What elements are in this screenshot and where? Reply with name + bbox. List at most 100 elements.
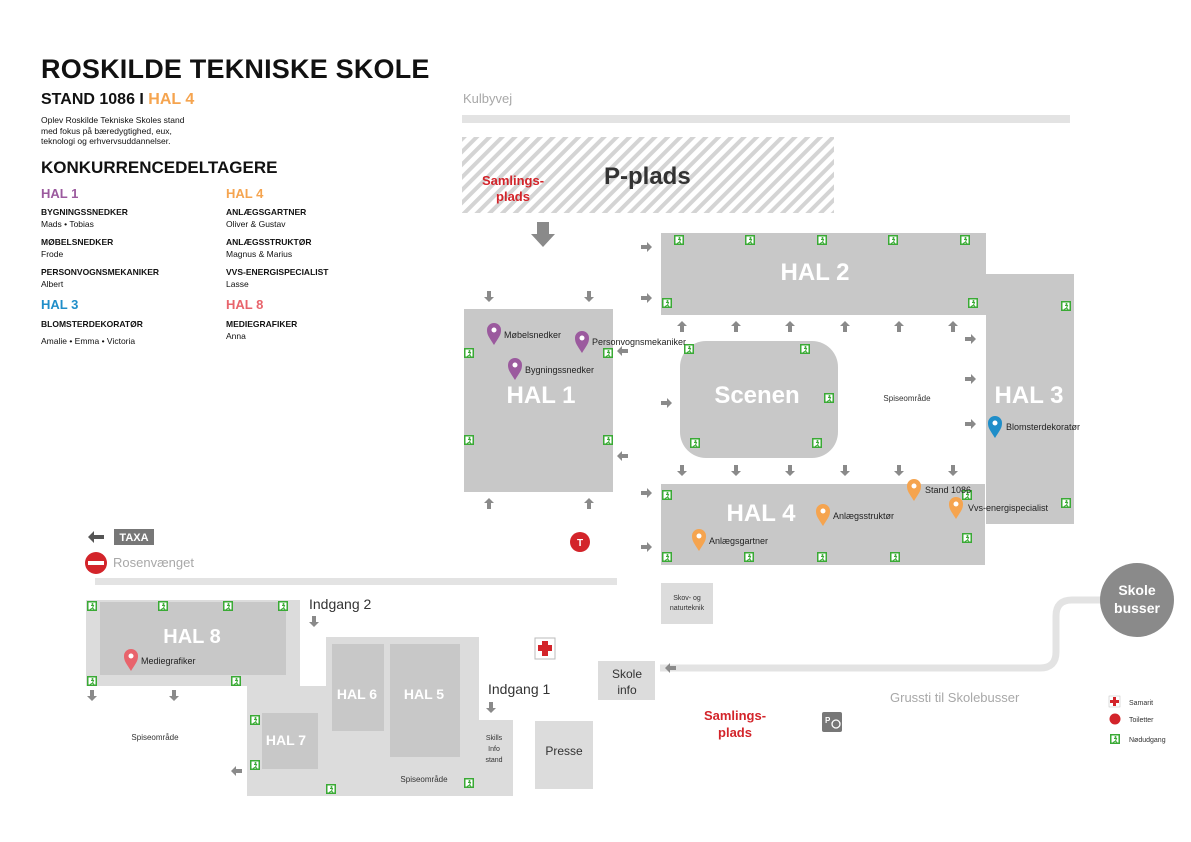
names-label: Magnus & Marius [226,249,293,259]
emergency-exit-icon [602,434,614,446]
role-label: ANLÆGSSTRUKTØR [226,237,312,247]
names-label: Amalie • Emma • Victoria [41,336,136,346]
arrow-icon [641,242,652,252]
role-label: MØBELSNEDKER [41,237,114,247]
legend-toilet-icon [1109,713,1121,725]
no-entry-icon [85,552,107,574]
parking-label: P-plads [604,163,691,190]
skoleinfo-label-1: Skole [612,667,642,681]
arrow-icon [894,321,904,332]
emergency-exit-icon [463,777,475,789]
emergency-exit-icon [602,347,614,359]
arrow-icon [731,321,741,332]
stage-label: Scenen [714,382,799,409]
role-label: BYGNINGSSNEDKER [41,207,128,217]
emergency-exit-icon [230,675,242,687]
hal2-label: HAL 2 [781,259,850,286]
emergency-exit-icon [463,434,475,446]
arrow-icon [840,321,850,332]
gathering-label-top-2: plads [496,189,530,204]
pin-label: Bygningssnedker [525,365,594,375]
legend-nodudgang: Nødudgang [1129,737,1166,744]
emergency-exit-icon [277,600,289,612]
stand-heading: STAND 1086 I HAL 4 [41,91,194,109]
names-label: Albert [41,279,64,289]
arrow-icon [677,321,687,332]
pin-label: Vvs-energispecialist [968,503,1049,513]
arrow-icon [948,321,958,332]
gathering-label-top-1: Samlings- [482,173,544,188]
arrow-icon [584,498,594,509]
skills-label-3: stand [485,757,502,764]
names-label: Mads • Tobias [41,219,94,229]
pin-anlaegsstruktor[interactable]: Anlægsstruktør [816,504,894,526]
names-label: Lasse [226,279,249,289]
road-kulbyvej [462,115,1070,123]
bus-label-1: Skole [1118,582,1156,598]
emergency-exit-icon [967,297,979,309]
pin-vvs-energispecialist[interactable]: Vvs-energispecialist [949,497,1049,519]
path-grussti [660,596,1102,672]
entrance2-label: Indgang 2 [309,596,371,612]
emergency-exit-icon [889,551,901,563]
emergency-exit-icon [673,234,685,246]
role-label: ANLÆGSGARTNER [226,207,307,217]
hal7-label: HAL 7 [266,732,306,748]
arrow-icon [484,291,494,302]
pin-stand-1086[interactable]: Stand 1086 [907,479,971,501]
emergency-exit-icon [744,234,756,246]
intro-line: Oplev Roskilde Tekniske Skoles stand [41,115,185,125]
stand-prefix: STAND 1086 I [41,91,149,108]
arrow-icon [231,766,242,776]
emergency-exit-icon [86,600,98,612]
emergency-exit-icon [325,783,337,795]
entrance1-label: Indgang 1 [488,681,550,697]
hal3-label: HAL 3 [995,382,1064,409]
role-label: MEDIEGRAFIKER [226,319,298,329]
bus-label-2: busser [1114,600,1160,616]
pin-anlaegsgartner[interactable]: Anlægsgartner [692,529,768,551]
pin-blomsterdekorator[interactable]: Blomsterdekoratør [988,416,1080,438]
legend-first-aid-icon [1108,695,1121,708]
pin-label: Møbelsnedker [504,330,561,340]
svg-text:P: P [825,716,831,725]
pin-label: Personvognsmekaniker [592,337,686,347]
down-arrow-icon [531,222,555,247]
taxa-arrow-icon [88,531,104,543]
legend-emergency-exit-icon [1109,733,1121,745]
skoleinfo-label-2: info [617,683,637,697]
hal5-label: HAL 5 [404,686,444,702]
pin-personvognsmekaniker[interactable]: Personvognsmekaniker [575,331,686,353]
stage-area [680,341,838,458]
intro-text: Oplev Roskilde Tekniske Skoles stand med… [41,115,221,147]
pin-mobelsnedker[interactable]: Møbelsnedker [487,323,561,345]
names-label: Frode [41,249,64,259]
emergency-exit-icon [661,489,673,501]
intro-line: med fokus på bæredygtighed, eux, [41,125,172,136]
legend-samarit: Samarit [1129,700,1153,707]
street-kulbyvej: Kulbyvej [463,91,512,106]
legend-toiletter: Toiletter [1129,717,1154,724]
emergency-exit-icon [816,551,828,563]
toilet-icon [570,532,590,552]
street-grussti: Grussti til Skolebusser [890,690,1020,705]
arrow-icon [641,293,652,303]
arrow-icon [731,465,741,476]
competitors-title: KONKURRENCEDELTAGERE [41,158,278,177]
location-pin-icon [575,331,589,353]
role-label: BLOMSTERDEKORATØR [41,319,143,329]
arrow-icon [661,398,672,408]
hal1-label: HAL 1 [507,382,576,409]
arrow-icon [617,451,628,461]
location-pin-icon [692,529,706,551]
names-label: Oliver & Gustav [226,219,286,229]
pin-mediegrafiker[interactable]: Mediegrafiker [124,649,196,671]
arrow-icon [641,488,652,498]
emergency-exit-icon [811,437,823,449]
location-pin-icon [907,479,921,501]
hal8-heading: HAL 8 [226,297,264,312]
parking-handicap-icon: P [822,712,842,732]
pin-bygningssnedker[interactable]: Bygningssnedker [508,358,594,380]
hal4-label: HAL 4 [727,500,797,527]
pin-label: Anlægsstruktør [833,511,894,521]
